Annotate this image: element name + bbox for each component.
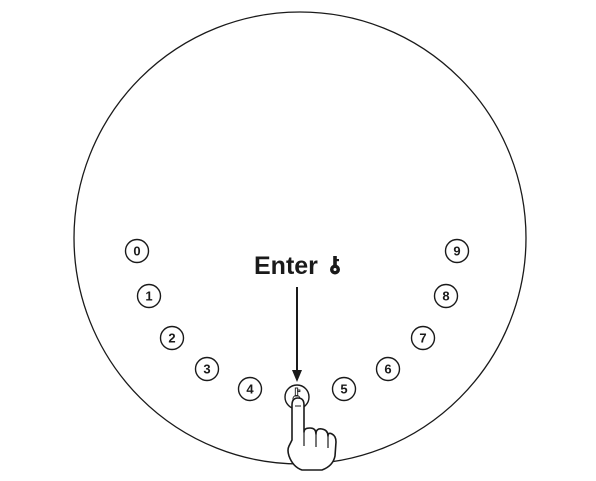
digit-key-6[interactable]: 6 xyxy=(375,356,401,382)
digit-key-5[interactable]: 5 xyxy=(331,376,357,402)
digit-key-7[interactable]: 7 xyxy=(410,325,436,351)
digit-label: 2 xyxy=(168,331,175,346)
digit-key-9[interactable]: 9 xyxy=(444,238,470,264)
digit-label: 8 xyxy=(442,289,449,304)
digit-label: 0 xyxy=(133,244,140,259)
digit-label: 7 xyxy=(419,331,426,346)
digit-label: 5 xyxy=(340,382,347,397)
pointing-hand-icon xyxy=(287,397,337,471)
digit-key-3[interactable]: 3 xyxy=(194,356,220,382)
digit-key-0[interactable]: 0 xyxy=(124,238,150,264)
digit-label: 6 xyxy=(384,362,391,377)
digit-label: 4 xyxy=(246,382,254,397)
down-arrow-icon xyxy=(292,287,302,382)
digit-label: 3 xyxy=(203,362,210,377)
digit-key-2[interactable]: 2 xyxy=(159,325,185,351)
digit-key-1[interactable]: 1 xyxy=(136,283,162,309)
enter-instruction: Enter xyxy=(254,252,340,280)
digit-label: 9 xyxy=(453,244,460,259)
digit-key-8[interactable]: 8 xyxy=(433,283,459,309)
enter-label: Enter xyxy=(254,252,318,280)
key-icon xyxy=(330,256,340,275)
digit-label: 1 xyxy=(145,289,152,304)
digit-key-4[interactable]: 4 xyxy=(237,376,263,402)
